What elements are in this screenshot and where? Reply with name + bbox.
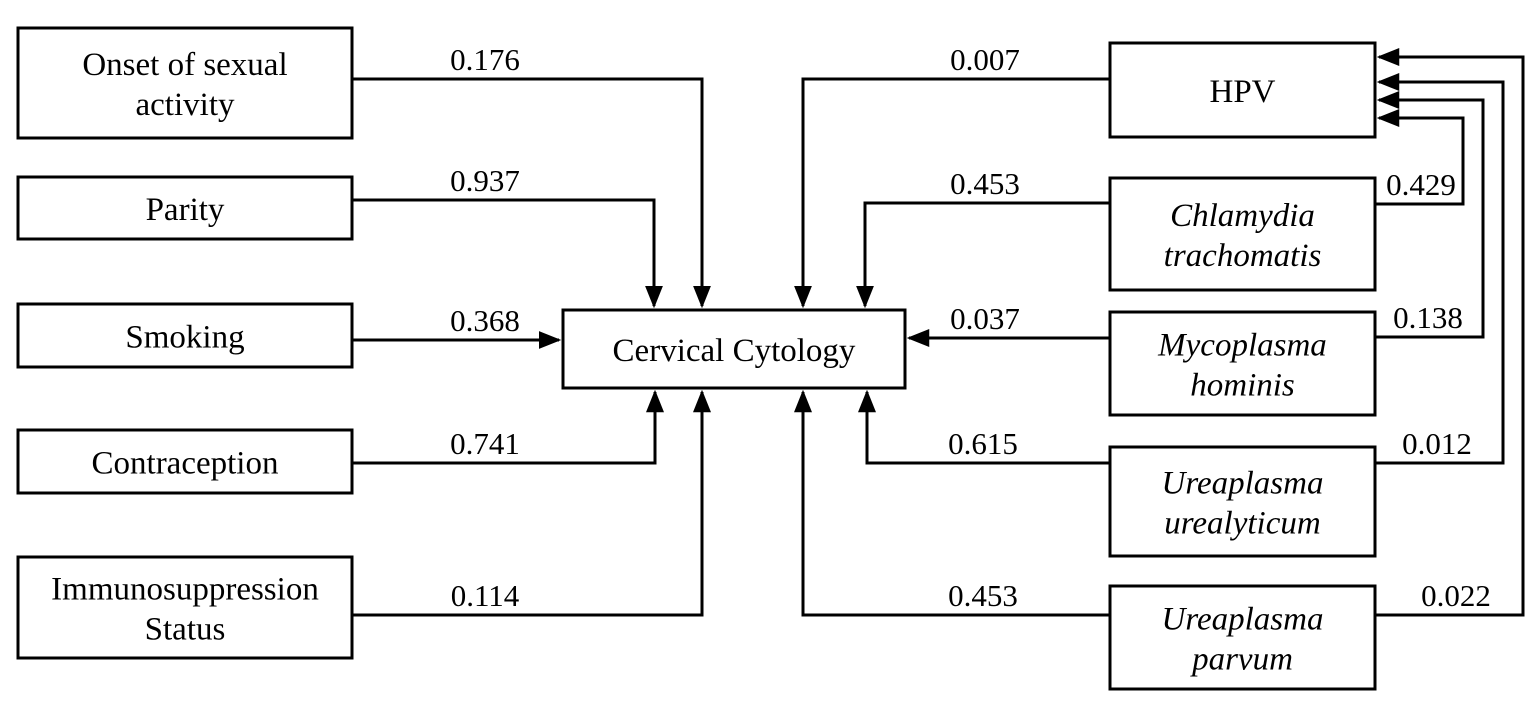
node-parity: Parity	[16, 175, 354, 241]
node-cervical-cytology: Cervical Cytology	[561, 308, 907, 390]
node-label-immunosuppression-status-line-1: Immunosuppression	[51, 572, 319, 608]
node-box-onset-of-sexual-activity	[16, 26, 354, 140]
edge-label-ureaplasma-urealyticum-to-hpv: 0.012	[1402, 426, 1472, 461]
node-label-mycoplasma-hominis-line-2: hominis	[1190, 368, 1295, 404]
node-box-ureaplasma-parvum	[1108, 584, 1377, 691]
edge-hpv-to-cervical-cytology	[794, 77, 1110, 309]
edge-label-onset-of-sexual-activity-to-cervical-cytology: 0.176	[450, 42, 520, 77]
edge-ureaplasma-parvum-to-hpv	[1375, 48, 1525, 617]
node-box-ureaplasma-urealyticum	[1108, 445, 1377, 558]
edge-contraception-to-cervical-cytology	[352, 389, 664, 465]
node-smoking: Smoking	[16, 302, 354, 369]
node-label-ureaplasma-parvum-line-1: Ureaplasma	[1162, 602, 1324, 638]
node-box-smoking	[16, 302, 354, 369]
edge-label-contraception-to-cervical-cytology: 0.741	[450, 426, 520, 461]
node-hpv: HPV	[1108, 41, 1377, 139]
node-contraception: Contraception	[16, 428, 354, 495]
node-box-cervical-cytology	[561, 308, 907, 390]
node-label-ureaplasma-parvum-line-2: parvum	[1190, 642, 1293, 678]
node-onset-of-sexual-activity: Onset of sexual activity	[16, 26, 354, 140]
node-ureaplasma-urealyticum: Ureaplasma urealyticum	[1108, 445, 1377, 558]
edge-label-parity-to-cervical-cytology: 0.937	[450, 163, 520, 198]
node-label-cervical-cytology: Cervical Cytology	[613, 333, 856, 369]
node-label-ureaplasma-urealyticum-line-1: Ureaplasma	[1162, 466, 1324, 502]
edge-label-ureaplasma-parvum-to-hpv: 0.022	[1421, 578, 1491, 613]
edge-label-chlamydia-trachomatis-to-cervical-cytology: 0.453	[950, 166, 1020, 201]
node-box-contraception	[16, 428, 354, 495]
node-box-chlamydia-trachomatis	[1108, 176, 1377, 292]
edge-chlamydia-trachomatis-to-hpv	[1375, 109, 1465, 206]
edge-onset-of-sexual-activity-to-cervical-cytology	[352, 77, 711, 309]
node-label-onset-of-sexual-activity-line-1: Onset of sexual	[82, 47, 287, 83]
node-box-mycoplasma-hominis	[1108, 310, 1377, 417]
edge-label-ureaplasma-parvum-to-cervical-cytology: 0.453	[948, 578, 1018, 613]
edge-chlamydia-trachomatis-to-cervical-cytology	[856, 201, 1110, 309]
node-label-smoking: Smoking	[125, 320, 244, 356]
edge-ureaplasma-parvum-to-cervical-cytology	[794, 389, 1110, 617]
edge-label-hpv-to-cervical-cytology: 0.007	[950, 42, 1020, 77]
node-chlamydia-trachomatis: Chlamydia trachomatis	[1108, 176, 1377, 292]
edge-label-mycoplasma-hominis-to-hpv: 0.138	[1393, 300, 1463, 335]
node-label-ureaplasma-urealyticum-line-2: urealyticum	[1164, 506, 1320, 542]
edge-parity-to-cervical-cytology	[352, 198, 663, 309]
edge-label-smoking-to-cervical-cytology: 0.368	[450, 303, 520, 338]
edge-label-chlamydia-trachomatis-to-hpv: 0.429	[1386, 167, 1456, 202]
node-label-immunosuppression-status-line-2: Status	[145, 612, 226, 648]
node-box-hpv	[1108, 41, 1377, 139]
node-label-mycoplasma-hominis-line-1: Mycoplasma	[1157, 328, 1327, 364]
node-label-hpv: HPV	[1209, 74, 1275, 110]
node-label-parity: Parity	[146, 192, 225, 228]
node-label-onset-of-sexual-activity-line-2: activity	[136, 87, 235, 123]
node-box-immunosuppression-status	[16, 555, 354, 660]
edge-label-ureaplasma-urealyticum-to-cervical-cytology: 0.615	[948, 426, 1018, 461]
edge-ureaplasma-urealyticum-to-cervical-cytology	[858, 389, 1110, 465]
node-label-chlamydia-trachomatis-line-1: Chlamydia	[1170, 198, 1315, 234]
node-label-chlamydia-trachomatis-line-2: trachomatis	[1164, 238, 1322, 274]
edge-ureaplasma-urealyticum-to-hpv	[1375, 73, 1505, 465]
node-box-parity	[16, 175, 354, 241]
node-ureaplasma-parvum: Ureaplasma parvum	[1108, 584, 1377, 691]
edge-label-immunosuppression-status-to-cervical-cytology: 0.114	[451, 578, 520, 613]
node-mycoplasma-hominis: Mycoplasma hominis	[1108, 310, 1377, 417]
edge-label-mycoplasma-hominis-to-cervical-cytology: 0.037	[950, 301, 1020, 336]
node-label-contraception: Contraception	[92, 446, 279, 482]
edge-mycoplasma-hominis-to-hpv	[1375, 91, 1485, 339]
edge-immunosuppression-status-to-cervical-cytology	[352, 389, 711, 617]
